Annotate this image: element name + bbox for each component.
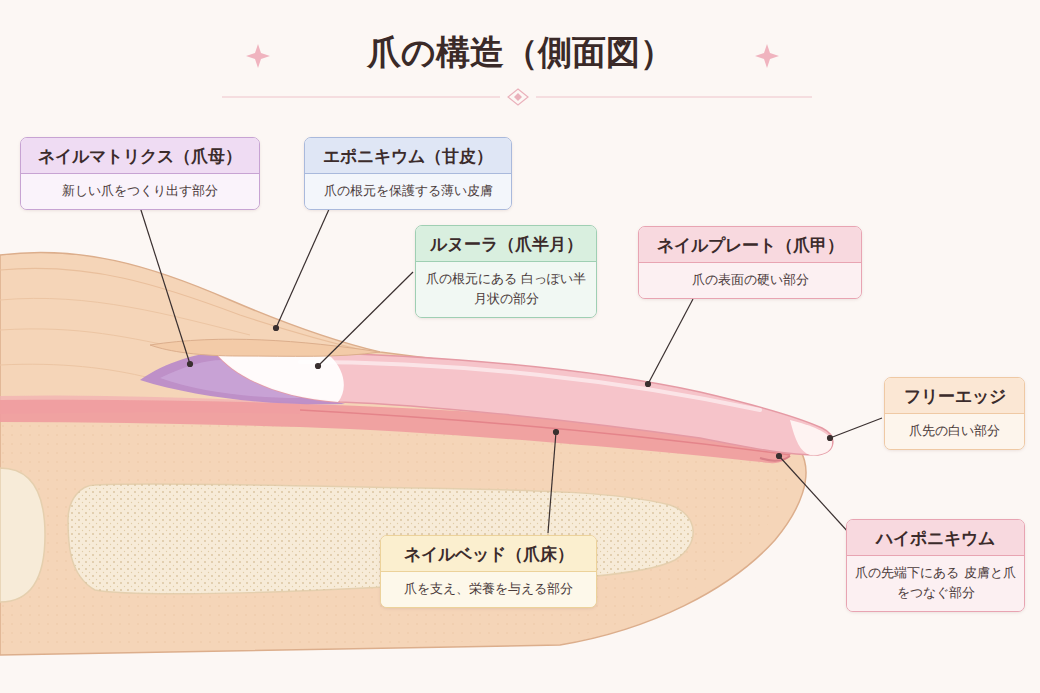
diagram-title: 爪の構造（側面図） bbox=[0, 30, 1040, 76]
callout-box: ネイルマトリクス（爪母）新しい爪をつくり出す部分 bbox=[20, 137, 260, 210]
callout-box: ルヌーラ（爪半月）爪の根元にある 白っぽい半月状の部分 bbox=[415, 225, 597, 318]
part-description: 爪先の白い部分 bbox=[885, 414, 1024, 449]
part-name: フリーエッジ bbox=[885, 378, 1024, 414]
part-description: 爪の表面の硬い部分 bbox=[639, 263, 861, 298]
callout-box: ハイポニキウム爪の先端下にある 皮膚と爪をつなぐ部分 bbox=[846, 519, 1025, 612]
leader-lines bbox=[140, 207, 882, 533]
callout-box: エポニキウム（甘皮）爪の根元を保護する薄い皮膚 bbox=[304, 137, 512, 210]
part-name: ネイルプレート（爪甲） bbox=[639, 227, 861, 263]
part-name: ネイルマトリクス（爪母） bbox=[21, 138, 259, 174]
part-name: ハイポニキウム bbox=[847, 520, 1024, 556]
part-description: 爪の根元を保護する薄い皮膚 bbox=[305, 174, 511, 209]
part-description: 爪の先端下にある 皮膚と爪をつなぐ部分 bbox=[847, 556, 1024, 611]
part-description: 爪を支え、栄養を与える部分 bbox=[381, 572, 596, 607]
finger-drawing bbox=[0, 252, 833, 655]
callout-box: フリーエッジ爪先の白い部分 bbox=[884, 377, 1025, 450]
part-description: 新しい爪をつくり出す部分 bbox=[21, 174, 259, 209]
callout-box: ネイルプレート（爪甲）爪の表面の硬い部分 bbox=[638, 226, 862, 299]
callout-box: ネイルベッド（爪床）爪を支え、栄養を与える部分 bbox=[380, 535, 597, 608]
part-name: ネイルベッド（爪床） bbox=[381, 536, 596, 572]
part-description: 爪の根元にある 白っぽい半月状の部分 bbox=[416, 262, 596, 317]
part-name: エポニキウム（甘皮） bbox=[305, 138, 511, 174]
part-name: ルヌーラ（爪半月） bbox=[416, 226, 596, 262]
